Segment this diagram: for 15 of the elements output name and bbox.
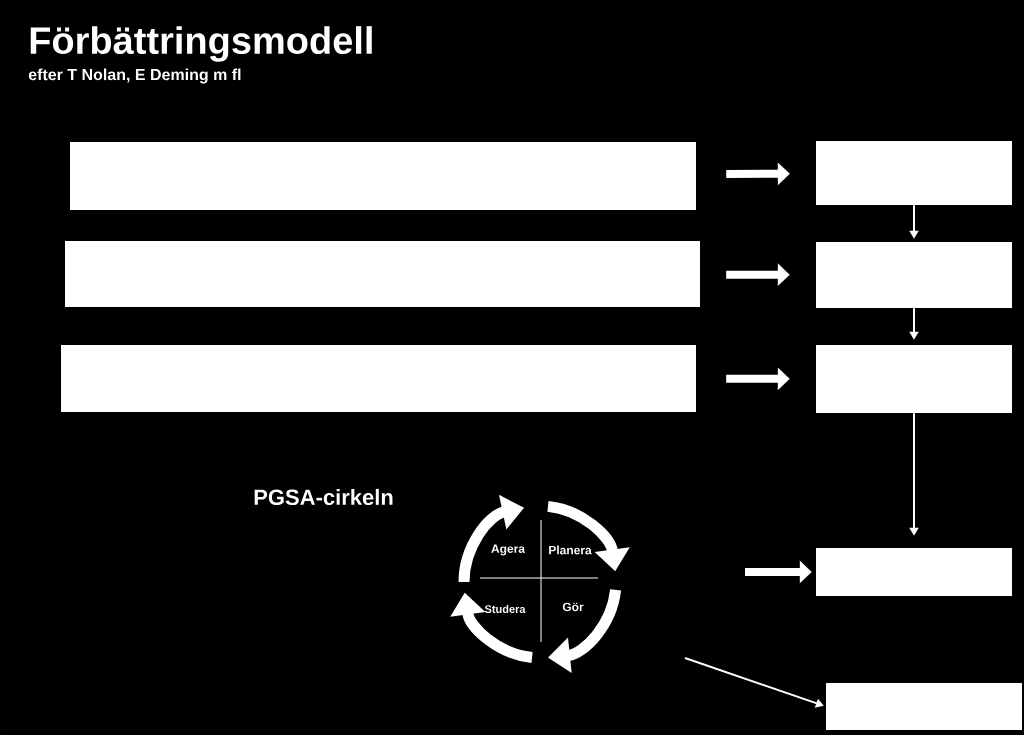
quadrant-label: Agera	[491, 544, 526, 556]
quadrant-label: Planera	[549, 545, 592, 555]
empty-box	[816, 242, 1012, 308]
empty-box	[816, 141, 1012, 205]
subtitle: efter T Nolan, E Deming m fl	[28, 68, 241, 84]
empty-box	[816, 345, 1012, 413]
title: Förbättringsmodell	[30, 26, 372, 62]
empty-box	[816, 548, 1012, 596]
quadrant-label: Gör	[562, 602, 584, 612]
quadrant-label: Studera	[484, 604, 526, 614]
cycle-heading: PGSA-cirkeln	[254, 488, 393, 506]
empty-box	[65, 241, 700, 307]
empty-box	[826, 683, 1022, 730]
empty-box	[61, 345, 696, 412]
empty-box	[70, 142, 696, 210]
